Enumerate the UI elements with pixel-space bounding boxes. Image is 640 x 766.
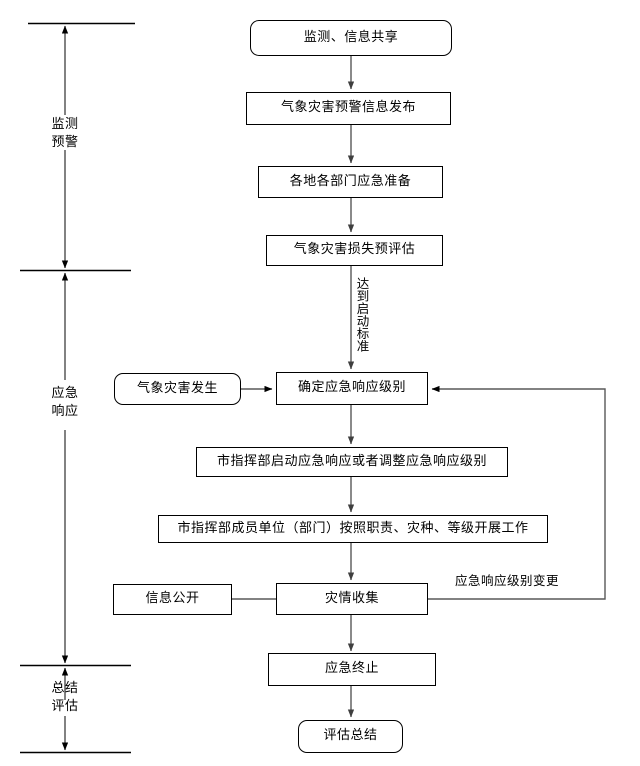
node-disaster-collection[interactable]: 灾情收集 — [276, 583, 428, 615]
node-determine-level[interactable]: 确定应急响应级别 — [276, 372, 428, 405]
phase-axis — [20, 22, 135, 754]
node-member-units-work[interactable]: 市指挥部成员单位（部门）按照职责、灾种、等级开展工作 — [158, 515, 548, 543]
phase-label-monitoring: 监测 预警 — [51, 117, 79, 150]
edge-label-level-change: 应急响应级别变更 — [455, 573, 560, 588]
edge-feedback-level-change — [428, 385, 606, 600]
node-info-disclosure[interactable]: 信息公开 — [113, 584, 232, 615]
node-loss-preassessment[interactable]: 气象灾害损失预评估 — [266, 235, 443, 266]
node-assessment-summary[interactable]: 评估总结 — [298, 720, 403, 753]
node-disaster-occurs[interactable]: 气象灾害发生 — [114, 373, 241, 405]
edge-label-activation-standard: 达到启动标准 — [354, 277, 370, 352]
node-emergency-prep[interactable]: 各地各部门应急准备 — [258, 166, 443, 198]
node-monitoring-sharing[interactable]: 监测、信息共享 — [250, 20, 452, 56]
node-warning-release[interactable]: 气象灾害预警信息发布 — [246, 92, 451, 125]
phase-label-response: 应急 响应 — [51, 386, 79, 419]
node-city-hq-activate[interactable]: 市指挥部启动应急响应或者调整应急响应级别 — [196, 447, 508, 477]
phase-label-summary: 总结 评估 — [51, 681, 79, 714]
node-emergency-termination[interactable]: 应急终止 — [268, 653, 436, 686]
